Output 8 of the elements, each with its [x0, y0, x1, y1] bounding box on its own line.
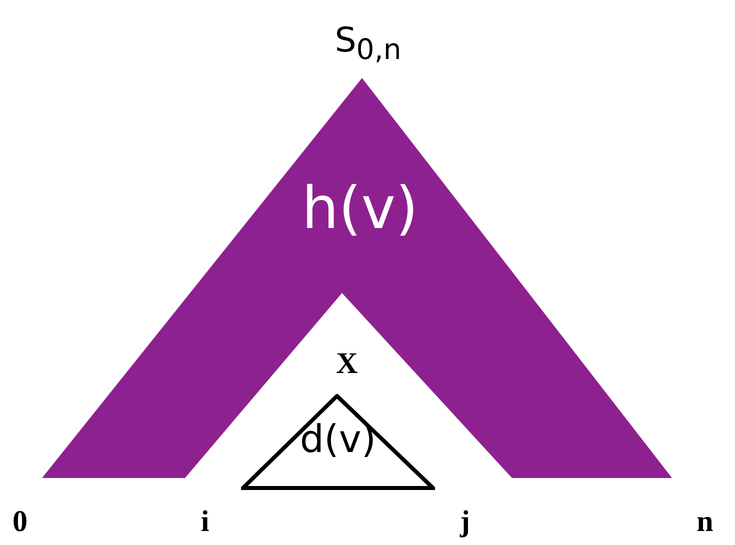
- position-label: n: [696, 507, 714, 537]
- position-label: 0: [12, 507, 28, 537]
- position-label: j: [460, 507, 470, 537]
- root-label: S$_{0,n}$: [334, 23, 402, 65]
- position-label: i: [200, 507, 210, 537]
- nonterminal-label: X: [336, 349, 358, 379]
- node-label: h(v): [302, 179, 418, 237]
- node-label: d(v): [300, 420, 376, 458]
